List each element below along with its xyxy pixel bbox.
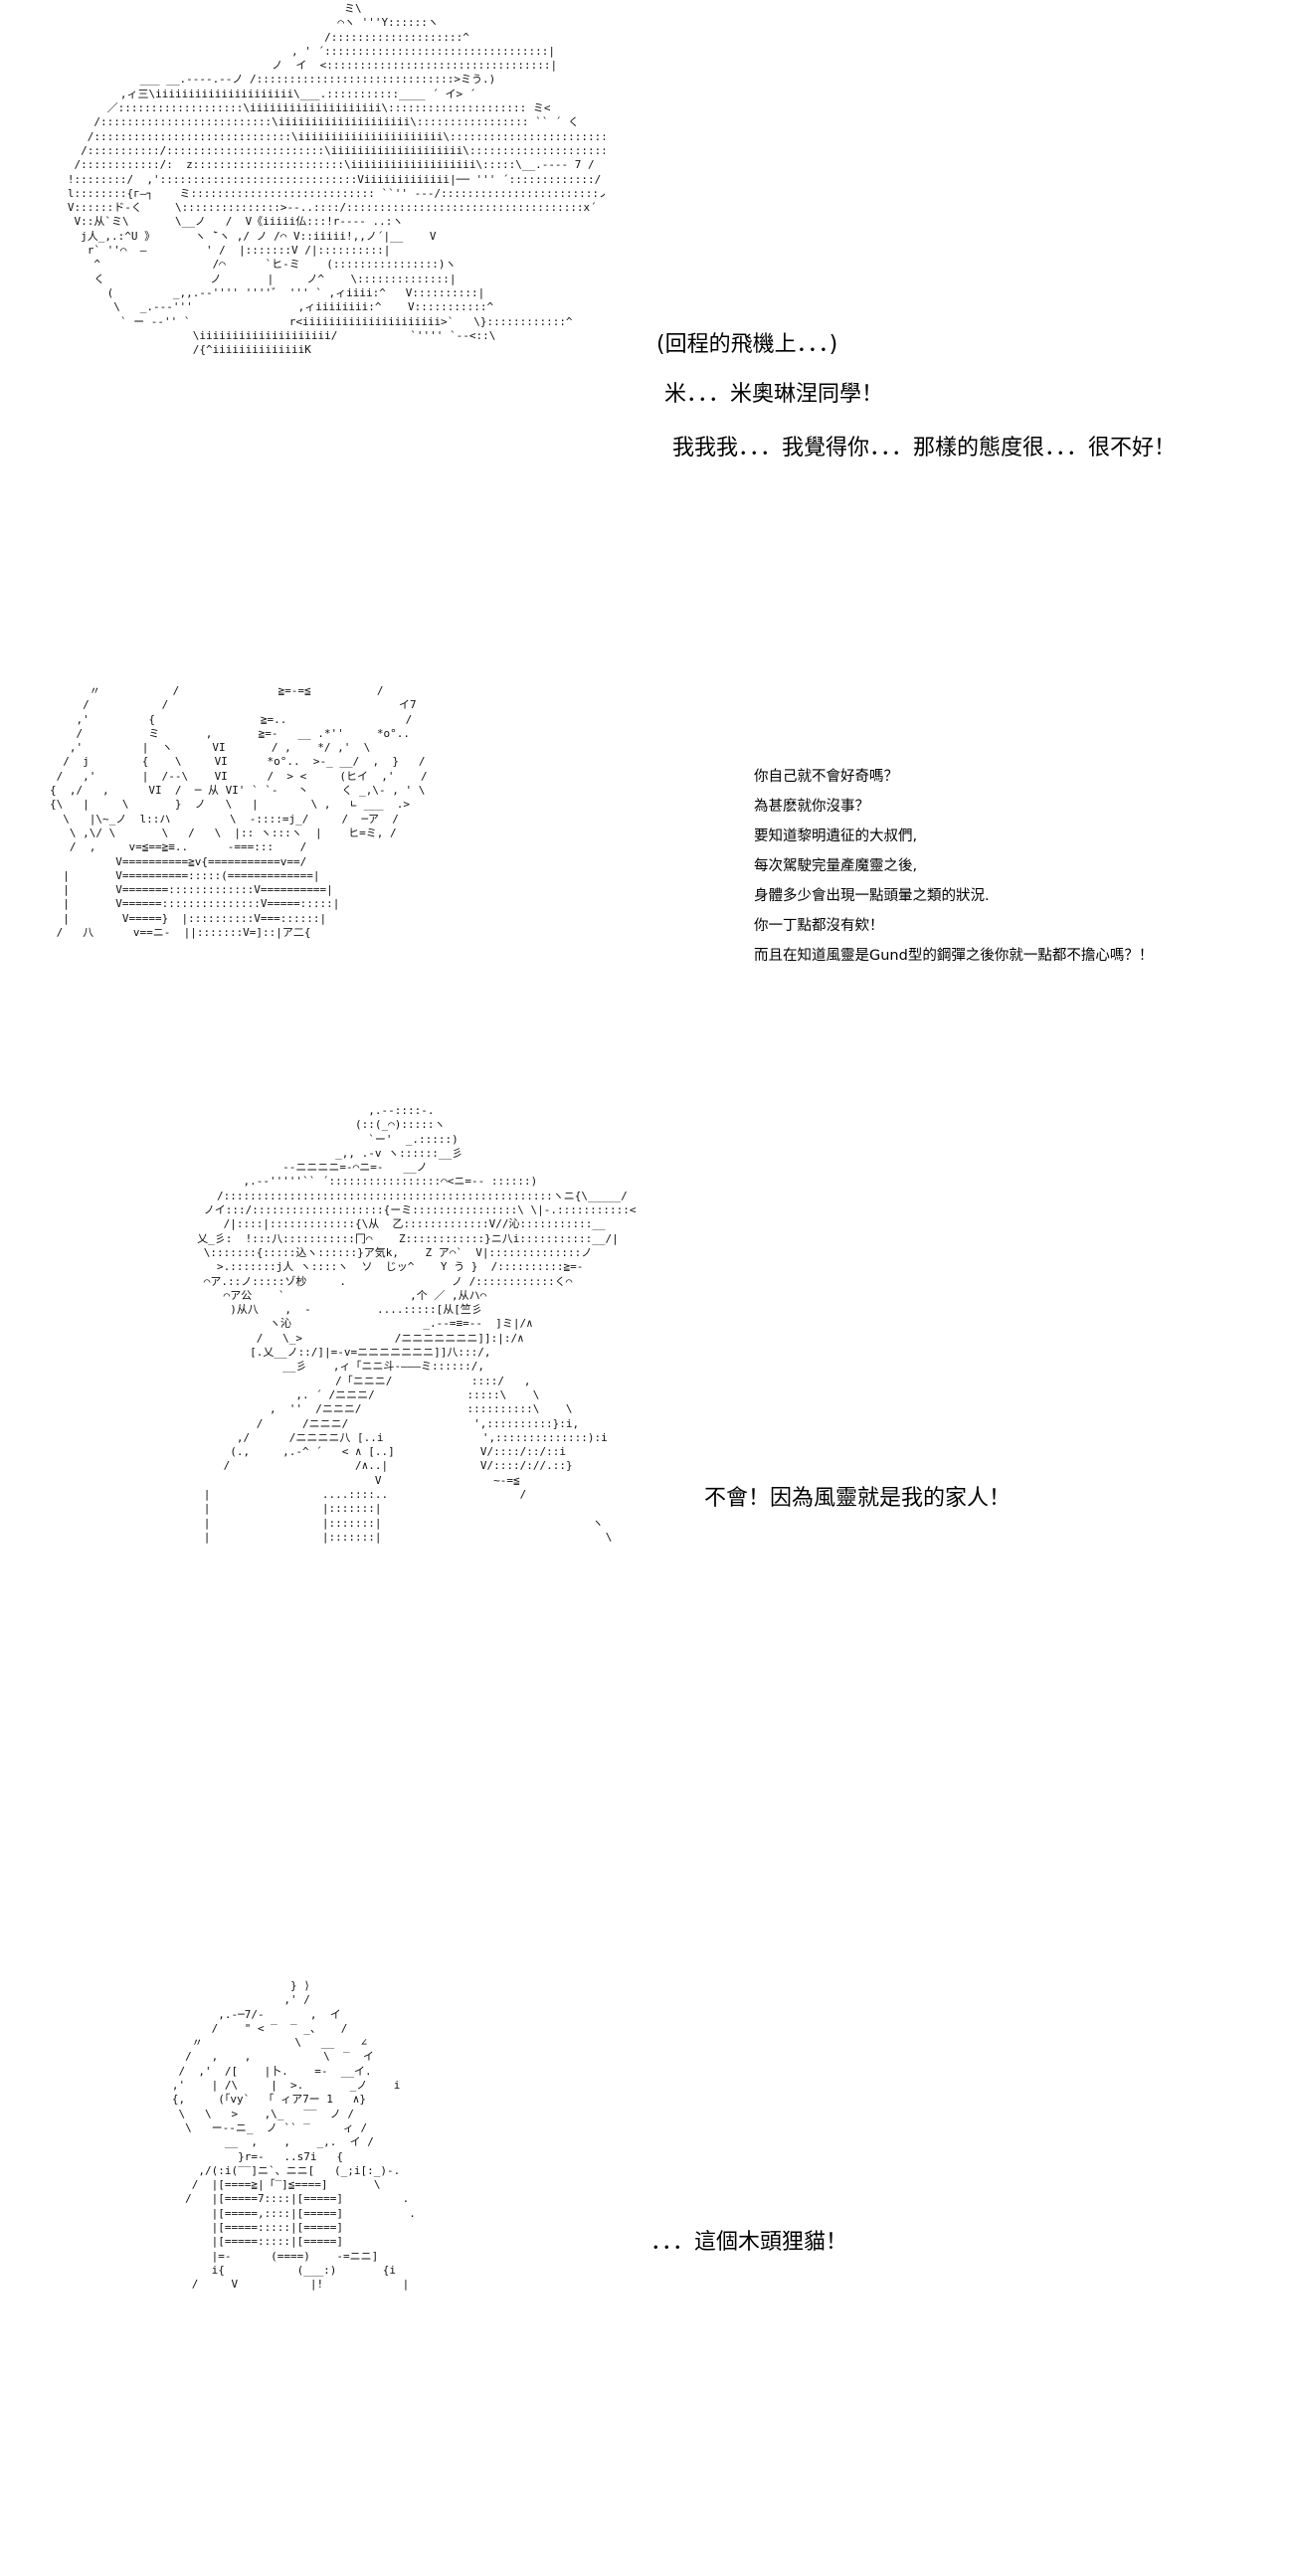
speech-line: ．．．這個木頭狸貓！ [650,2230,848,2255]
speech-line: 每次駕駛完量產魔靈之後, [754,858,918,874]
speech-line: 身體多少會出現一點頭暈之類的狀況. [754,888,990,904]
panel-1: ミ\ ⌒ヽ '''Y::::::ヽ /::::::::::::::::::::^… [0,0,1293,676]
panel-3: ,.--::::-. (::(_⌒):::::ヽ `ー' _.:::::) _,… [0,1104,1293,1979]
ascii-art-panel-4: } ⟩ ,' / ,.-─7/- , イ / " < ‾ ‾ _、 / 〃 \ … [171,1979,416,2292]
ascii-art-panel-3: ,.--::::-. (::(_⌒):::::ヽ `ー' _.:::::) _,… [197,1104,637,1544]
speech-line: 要知道黎明遺征的大叔們, [754,828,918,844]
speech-line: 你自己就不會好奇嗎？ [754,769,898,785]
speech-line: 不會！因為風靈就是我的家人！ [704,1486,1012,1511]
panel-4: } ⟩ ,' / ,.-─7/- , イ / " < ‾ ‾ _、 / 〃 \ … [0,1979,1293,2576]
ascii-art-panel-2: 〃 / ≧=-=≦ / / / イ7 ,' { ≧=.. / / ミ , ≧=-… [50,684,428,940]
ascii-art-panel-1: ミ\ ⌒ヽ '''Y::::::ヽ /::::::::::::::::::::^… [67,2,605,357]
speech-line: (回程的飛機上．．．) [656,332,838,357]
speech-line: 我我我．．．我覺得你．．．那樣的態度很．．．很不好！ [672,436,1177,460]
speech-line: 米．．．米奧琳涅同學！ [664,382,884,407]
speech-line: 為甚麽就你沒事？ [754,799,869,815]
panel-2: 〃 / ≧=-=≦ / / / イ7 ,' { ≧=.. / / ミ , ≧=-… [0,676,1293,1104]
speech-line: 而且在知道風靈是Gund型的鋼彈之後你就一點都不擔心嗎？！ [754,948,1154,964]
speech-line: 你一丁點都沒有欸！ [754,918,884,934]
